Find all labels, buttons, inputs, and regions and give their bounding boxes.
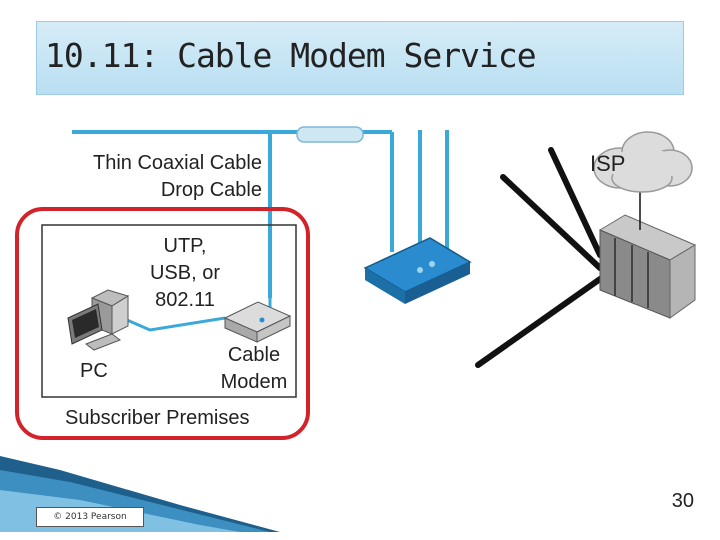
link-label-line1: UTP, xyxy=(163,235,207,257)
title-bar: 10.11: Cable Modem Service xyxy=(36,21,684,95)
cable-splitter xyxy=(296,126,364,143)
page-number: 30 xyxy=(671,490,694,512)
cmts-router-icon xyxy=(363,237,472,304)
premises-highlight xyxy=(15,207,310,440)
premises-box xyxy=(41,224,297,398)
premises-label: Subscriber Premises xyxy=(65,407,250,429)
slide-title: 10.11: Cable Modem Service xyxy=(45,36,537,75)
coax-label-line1: Thin Coaxial Cable xyxy=(93,152,262,174)
coax-label-line2: Drop Cable xyxy=(160,179,262,201)
cable-modem-icon xyxy=(223,301,292,343)
pc-icon xyxy=(67,289,130,351)
link-label-line3: 802.11 xyxy=(155,289,215,311)
backbone-lines xyxy=(475,147,613,368)
copyright-notice: © 2013 Pearson xyxy=(36,507,144,527)
link-label-line2: USB, or xyxy=(149,262,221,284)
modem-label-line2: Modem xyxy=(220,371,288,393)
modem-label-line1: Cable xyxy=(227,344,281,366)
server-rack-icon xyxy=(598,214,697,319)
isp-label: ISP xyxy=(590,151,626,176)
pc-label: PC xyxy=(80,360,108,382)
